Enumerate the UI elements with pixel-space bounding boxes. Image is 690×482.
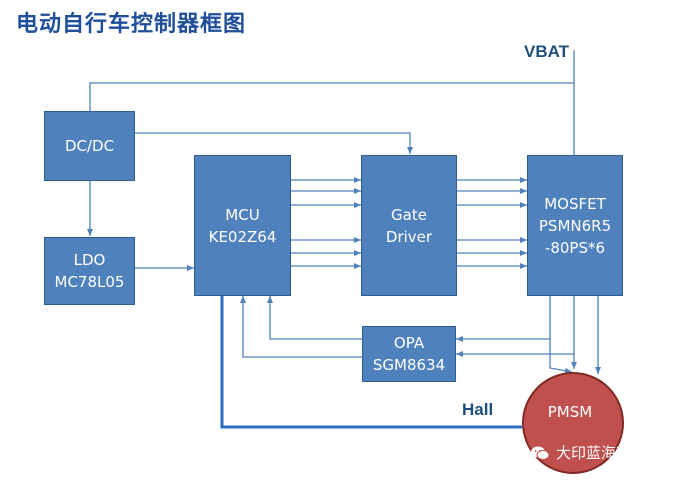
dcdc-block: DC/DC: [44, 111, 135, 181]
mcu-part-number: KE02Z64: [208, 227, 277, 246]
pmsm-label: PMSM: [547, 403, 593, 421]
watermark-text: 大印蓝海科技: [556, 444, 647, 462]
mcu-block: MCU KE02Z64: [194, 155, 291, 296]
opa-to-mcu-arrow: [267, 296, 362, 340]
mosfet-to-motor-arrow: [549, 339, 573, 374]
page-title: 电动自行车控制器框图: [16, 12, 247, 37]
mosfet-label: MOSFET: [544, 194, 606, 213]
wechat-icon: [531, 446, 550, 460]
vbat-to-dcdc: [89, 82, 574, 111]
mosfet-quantity: -80PS*6: [544, 238, 606, 257]
dcdc-label: DC/DC: [64, 137, 115, 155]
gate-driver-label-1: Gate: [391, 205, 427, 224]
hall-label: Hall: [462, 400, 494, 419]
gate-driver-label-2: Driver: [385, 227, 433, 246]
ldo-block: LDO MC78L05: [44, 237, 135, 305]
mosfet-to-opa-arrow: [456, 296, 575, 357]
watermark: 大印蓝海科技: [530, 442, 646, 463]
hall-feedback-line: [220, 296, 522, 429]
opa-to-mcu-arrow: [240, 296, 362, 358]
opa-block: OPA SGM8634: [362, 326, 456, 382]
opa-part-number: SGM8634: [372, 356, 446, 374]
mosfet-part-number: PSMN6R5: [538, 216, 612, 235]
ldo-part-number: MC78L05: [54, 273, 125, 291]
vbat-label: VBAT: [524, 42, 570, 61]
mosfet-block: MOSFET PSMN6R5 -80PS*6: [527, 155, 623, 296]
mosfet-to-opa-arrow: [456, 296, 551, 342]
opa-label: OPA: [393, 334, 425, 352]
dcdc-to-gate-arrow: [135, 132, 413, 154]
mcu-label: MCU: [225, 205, 260, 224]
gate-driver-block: Gate Driver: [361, 155, 457, 296]
ldo-label: LDO: [73, 251, 106, 269]
